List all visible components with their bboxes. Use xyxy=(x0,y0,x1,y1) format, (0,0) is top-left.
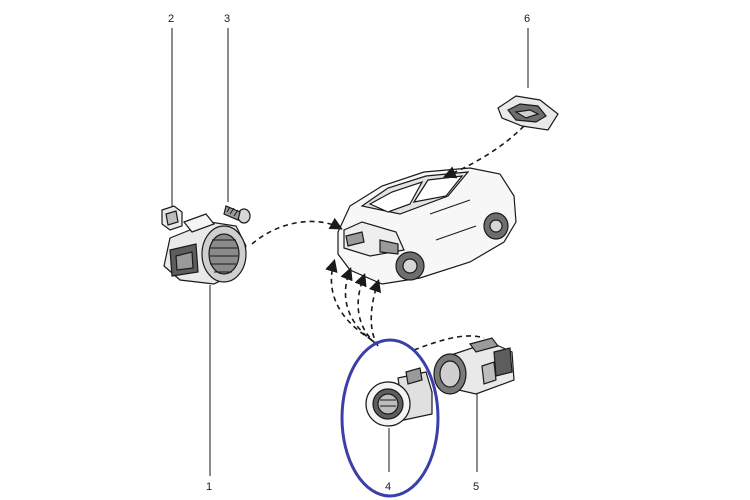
arrow-bracket-to-car xyxy=(443,125,525,179)
assembly-arrows xyxy=(251,125,525,351)
arrow-speaker-to-car xyxy=(251,217,343,245)
callout-1-label: 1 xyxy=(206,481,212,493)
arrow-sensor-4 xyxy=(368,278,382,347)
sensor-bracket-part xyxy=(497,95,559,131)
callout-5: 5 xyxy=(473,390,479,493)
highlight-circle xyxy=(340,338,440,498)
arrow-sensor-2 xyxy=(340,267,375,343)
screw-part xyxy=(223,205,251,224)
callout-3: 3 xyxy=(224,13,230,202)
callout-3-label: 3 xyxy=(224,13,230,25)
clip-nut-part xyxy=(161,205,183,231)
callout-6: 6 xyxy=(524,13,530,88)
callout-5-label: 5 xyxy=(473,481,479,493)
callout-6-label: 6 xyxy=(524,13,530,25)
callout-1: 1 xyxy=(206,285,212,493)
arrow-sensor-3 xyxy=(354,273,377,345)
callout-2-label: 2 xyxy=(168,13,174,25)
callout-4-label: 4 xyxy=(385,481,391,493)
callout-4: 4 xyxy=(385,428,391,493)
sensor-bezel-ring-part xyxy=(365,367,433,427)
callout-2: 2 xyxy=(168,13,174,210)
parking-sensor-part xyxy=(433,337,515,395)
arrow-sensor-to-ring xyxy=(413,335,485,351)
car-illustration xyxy=(337,167,517,285)
arrow-sensor-1 xyxy=(325,258,373,341)
speaker-module-part xyxy=(163,213,247,285)
